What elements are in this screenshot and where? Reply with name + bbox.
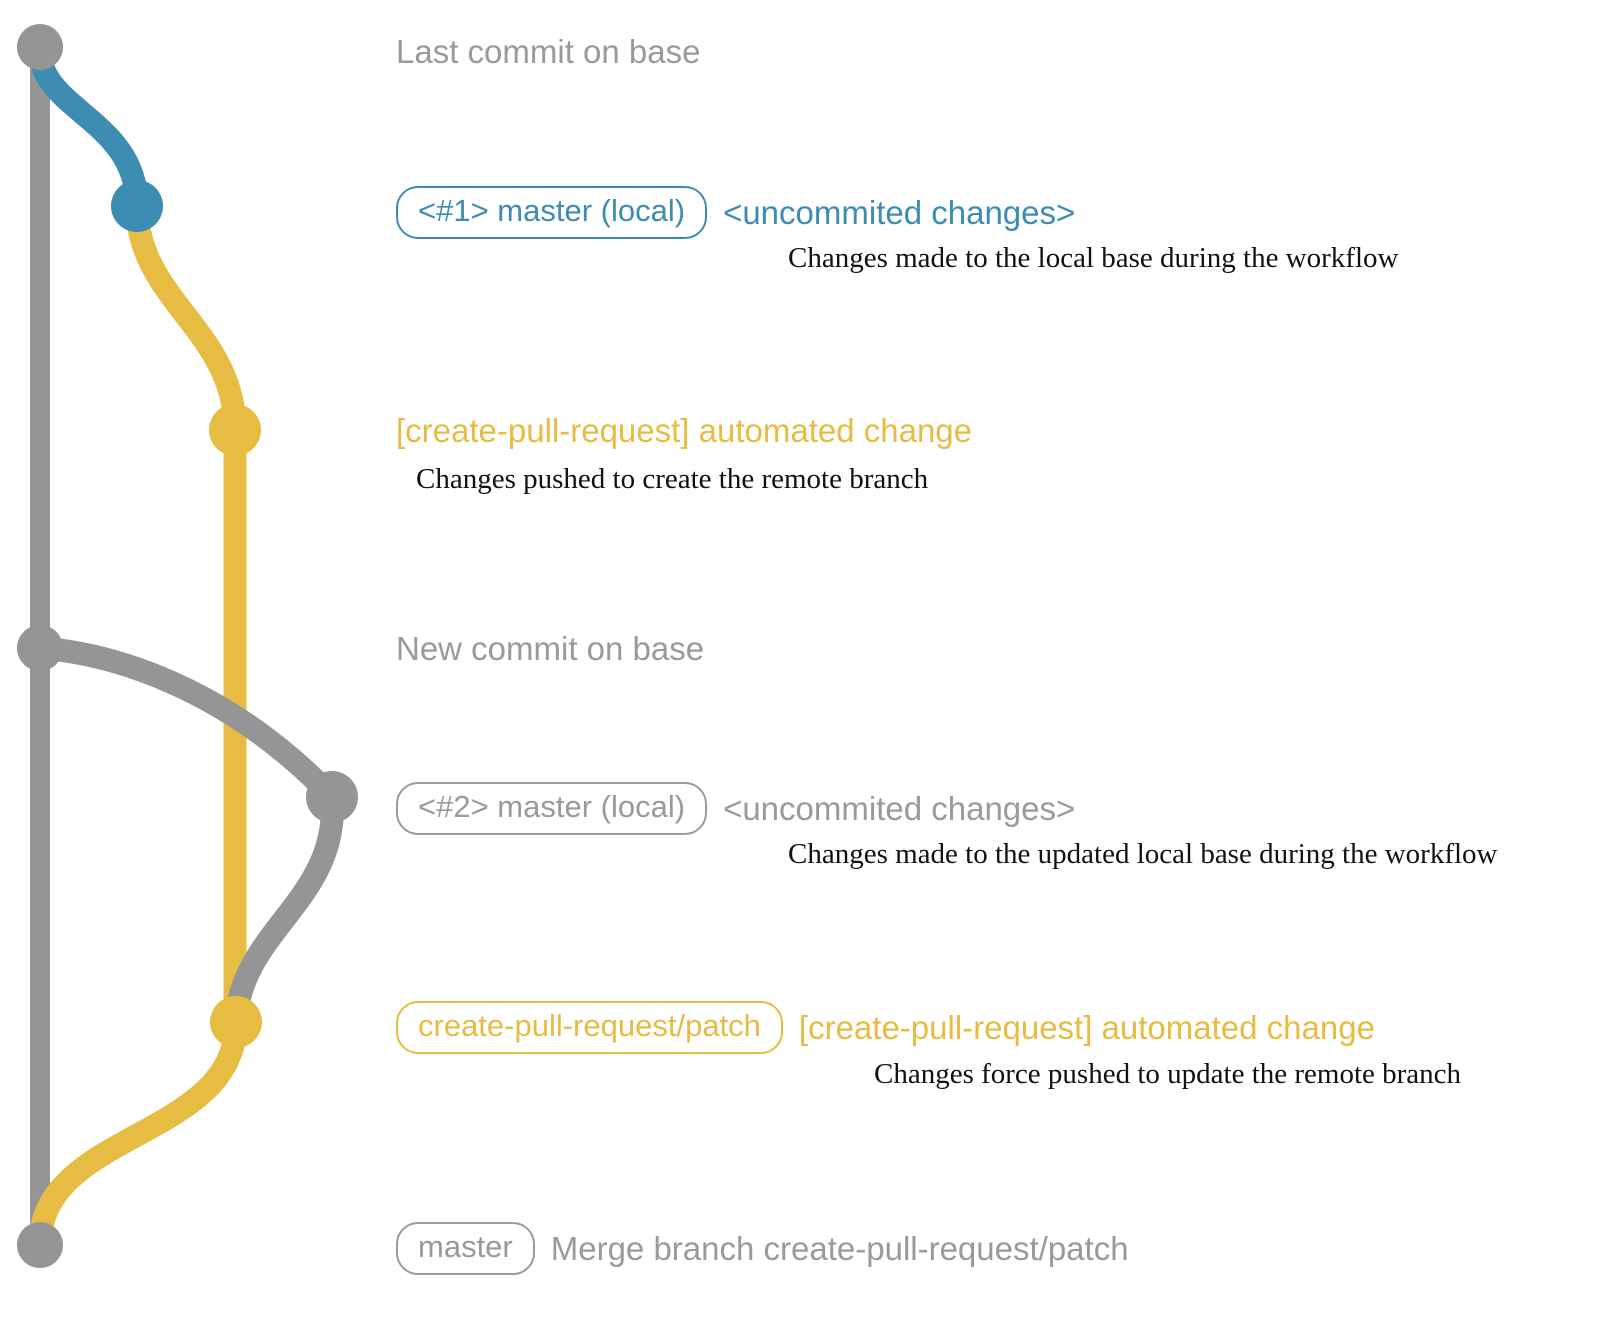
graph-row-automated-change-2: create-pull-request/patch [create-pull-r… bbox=[396, 1001, 1375, 1054]
graph-row-master-local-1: <#1> master (local) <uncommited changes> bbox=[396, 186, 1075, 239]
commit-caption-master-local-1: Changes made to the local base during th… bbox=[788, 242, 1399, 274]
local-branch-line-2 bbox=[28, 636, 344, 809]
local-branch-line-1 bbox=[28, 38, 149, 218]
git-graph-canvas bbox=[17, 24, 358, 1268]
patch-merge-line bbox=[28, 1010, 248, 1257]
commit-node-base-last[interactable] bbox=[17, 24, 63, 70]
graph-row-master-merge: master Merge branch create-pull-request/… bbox=[396, 1222, 1129, 1275]
graph-row-master-local-2: <#2> master (local) <uncommited changes> bbox=[396, 782, 1075, 835]
commit-headline: New commit on base bbox=[396, 630, 705, 667]
commit-headline: <uncommited changes> bbox=[723, 789, 1076, 827]
graph-row-new-commit: New commit on base bbox=[396, 630, 704, 668]
branch-badge-create-pull-request-patch[interactable]: create-pull-request/patch bbox=[396, 1001, 783, 1054]
commit-node-automated-change-1[interactable] bbox=[209, 404, 261, 456]
badge-line: master Merge branch create-pull-request/… bbox=[396, 1222, 1129, 1275]
commit-headline: [create-pull-request] automated change bbox=[798, 1008, 1375, 1046]
commit-node-automated-change-2[interactable] bbox=[210, 996, 262, 1048]
badge-line: create-pull-request/patch [create-pull-r… bbox=[396, 1001, 1375, 1054]
commit-node-base-new[interactable] bbox=[17, 625, 63, 671]
commit-headline: <uncommited changes> bbox=[723, 193, 1076, 231]
branch-badge-master[interactable]: master bbox=[396, 1222, 535, 1275]
commit-caption-automated-change-2: Changes force pushed to update the remot… bbox=[874, 1058, 1462, 1090]
commit-node-master-local-1[interactable] bbox=[111, 180, 163, 232]
commit-headline: [create-pull-request] automated change bbox=[396, 412, 973, 449]
graph-row-last-commit: Last commit on base bbox=[396, 33, 700, 71]
badge-line: <#1> master (local) <uncommited changes> bbox=[396, 186, 1075, 239]
badge-line: <#2> master (local) <uncommited changes> bbox=[396, 782, 1075, 835]
commit-node-master-local-2[interactable] bbox=[306, 771, 358, 823]
graph-row-automated-change-1: [create-pull-request] automated change bbox=[396, 412, 972, 450]
badge-line: [create-pull-request] automated change bbox=[396, 412, 972, 450]
commit-node-master-merge[interactable] bbox=[17, 1222, 63, 1268]
branch-badge-master-local-1[interactable]: <#1> master (local) bbox=[396, 186, 708, 239]
commit-headline: Last commit on base bbox=[396, 33, 701, 70]
local-to-patch-line bbox=[224, 785, 344, 1034]
commit-caption-automated-change-1: Changes pushed to create the remote bran… bbox=[416, 463, 929, 495]
branch-badge-master-local-2[interactable]: <#2> master (local) bbox=[396, 782, 708, 835]
badge-line: New commit on base bbox=[396, 630, 704, 668]
commit-caption-master-local-2: Changes made to the updated local base d… bbox=[788, 838, 1498, 870]
commit-headline: Merge branch create-pull-request/patch bbox=[550, 1229, 1129, 1267]
badge-line: Last commit on base bbox=[396, 33, 700, 71]
